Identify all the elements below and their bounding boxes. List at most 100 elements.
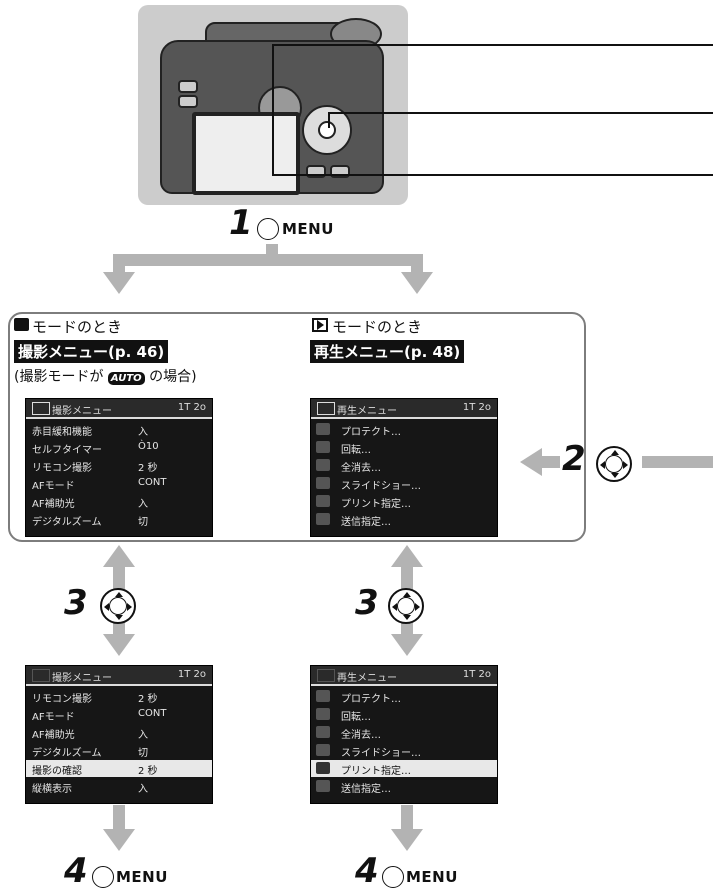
camera-button	[178, 80, 198, 93]
camera-tab-icon	[32, 669, 50, 682]
leader-line	[328, 112, 330, 128]
row-value: 入	[138, 780, 148, 795]
step-3-right-number: 3	[355, 586, 379, 620]
menu-row: AFモード CONT	[26, 475, 212, 492]
playback-menu-screen-scrolled: 再生メニュー 1T 2o プロテクト… 回転… 全消去… スライドショー… プリ…	[310, 665, 498, 804]
menu-row: 縦横表示 入	[26, 778, 212, 795]
note-after: の場合)	[149, 369, 196, 385]
screen-tabs: 1T 2o	[178, 402, 206, 413]
direction-pad-icon	[596, 446, 632, 482]
row-label: プロテクト…	[341, 423, 401, 438]
row-label: 撮影の確認	[32, 762, 82, 777]
row-value: 2 秒	[138, 690, 158, 705]
flow-arrow	[540, 456, 560, 468]
menu-row: プロテクト…	[311, 688, 497, 705]
camera-tab-icon	[32, 402, 50, 415]
protect-icon	[316, 423, 330, 435]
row-label: AFモード	[32, 477, 75, 492]
leader-line	[272, 44, 274, 176]
transfer-icon	[316, 780, 330, 792]
camera-menu-button	[306, 165, 326, 178]
row-label: スライドショー…	[341, 744, 421, 759]
flow-arrow-head	[103, 272, 135, 294]
row-label: プロテクト…	[341, 690, 401, 705]
camera-set-button	[318, 121, 336, 139]
menu-row: 赤目緩和機能入	[26, 421, 212, 438]
row-label: 回転…	[341, 441, 371, 456]
leader-line	[272, 174, 713, 176]
transfer-icon	[316, 513, 330, 525]
row-label: 赤目緩和機能	[32, 423, 92, 438]
screen-title-bar: 再生メニュー 1T 2o	[311, 399, 497, 419]
flow-arrow-head	[103, 829, 135, 851]
menu-row: 送信指定…	[311, 511, 497, 528]
camera-lcd	[192, 112, 300, 195]
row-value: 切	[138, 744, 148, 759]
flow-arrow	[113, 254, 423, 266]
row-label: AF補助光	[32, 495, 75, 510]
menu-row: リモコン撮影 2 秒	[26, 457, 212, 474]
row-label: 送信指定…	[341, 513, 391, 528]
print-icon	[316, 495, 330, 507]
row-value: CONT	[138, 708, 166, 719]
camera-mode-icon	[14, 318, 29, 331]
playback-menu-badge: 再生メニュー(p. 48)	[310, 340, 464, 363]
erase-icon	[316, 459, 330, 471]
row-label: 全消去…	[341, 726, 381, 741]
screen-title-bar: 撮影メニュー 1T 2o	[26, 666, 212, 686]
row-label: プリント指定…	[341, 495, 411, 510]
menu-row: 回転…	[311, 706, 497, 723]
row-label: デジタルズーム	[32, 744, 102, 759]
menu-row: デジタルズーム 切	[26, 511, 212, 528]
flow-arrow	[642, 456, 713, 468]
row-label: リモコン撮影	[32, 459, 92, 474]
menu-row: スライドショー…	[311, 475, 497, 492]
row-value: 2 秒	[138, 459, 158, 474]
menu-row: デジタルズーム 切	[26, 742, 212, 759]
camera-button	[178, 95, 198, 108]
row-value: 切	[138, 513, 148, 528]
menu-row-selected: プリント指定…	[311, 760, 497, 777]
row-value: 入	[138, 495, 148, 510]
menu-row: プロテクト…	[311, 421, 497, 438]
menu-button-icon	[92, 866, 114, 888]
menu-row: AF補助光入	[26, 724, 212, 741]
step-4-right-menu-label: MENU	[406, 868, 458, 886]
auto-mode-note: (撮影モードが AUTO の場合)	[14, 366, 197, 386]
row-label: 送信指定…	[341, 780, 391, 795]
step-4-left-number: 4	[64, 854, 88, 888]
row-label: スライドショー…	[341, 477, 421, 492]
row-label: 縦横表示	[32, 780, 72, 795]
screen-title: 撮影メニュー	[52, 669, 112, 684]
auto-mode-icon: AUTO	[108, 372, 145, 385]
flow-arrow	[113, 805, 125, 831]
left-mode-label: モードのとき	[32, 316, 122, 337]
print-icon	[316, 762, 330, 774]
screen-tabs: 1T 2o	[463, 669, 491, 680]
menu-row-selected: 撮影の確認2 秒	[26, 760, 212, 777]
play-tab-icon	[317, 669, 335, 682]
screen-tabs: 1T 2o	[463, 402, 491, 413]
screen-title-bar: 再生メニュー 1T 2o	[311, 666, 497, 686]
row-value: Ò10	[138, 441, 159, 452]
leader-line	[272, 44, 713, 46]
playback-menu-screen: 再生メニュー 1T 2o プロテクト… 回転… 全消去… スライドショー… プリ…	[310, 398, 498, 537]
play-triangle-icon	[317, 320, 324, 330]
menu-row: 全消去…	[311, 724, 497, 741]
flow-arrow	[401, 805, 413, 831]
step-2-number: 2	[562, 442, 586, 476]
step-1-menu-label: MENU	[282, 220, 334, 238]
camera-display-button	[330, 165, 350, 178]
row-label: リモコン撮影	[32, 690, 92, 705]
row-value: CONT	[138, 477, 166, 488]
row-label: セルフタイマー	[32, 441, 102, 456]
menu-row: 回転…	[311, 439, 497, 456]
row-label: AFモード	[32, 708, 75, 723]
menu-row: AFモード CONT	[26, 706, 212, 723]
row-label: デジタルズーム	[32, 513, 102, 528]
up-down-button-icon	[100, 588, 136, 624]
step-4-right-number: 4	[355, 854, 379, 888]
flow-arrow-head	[391, 829, 423, 851]
